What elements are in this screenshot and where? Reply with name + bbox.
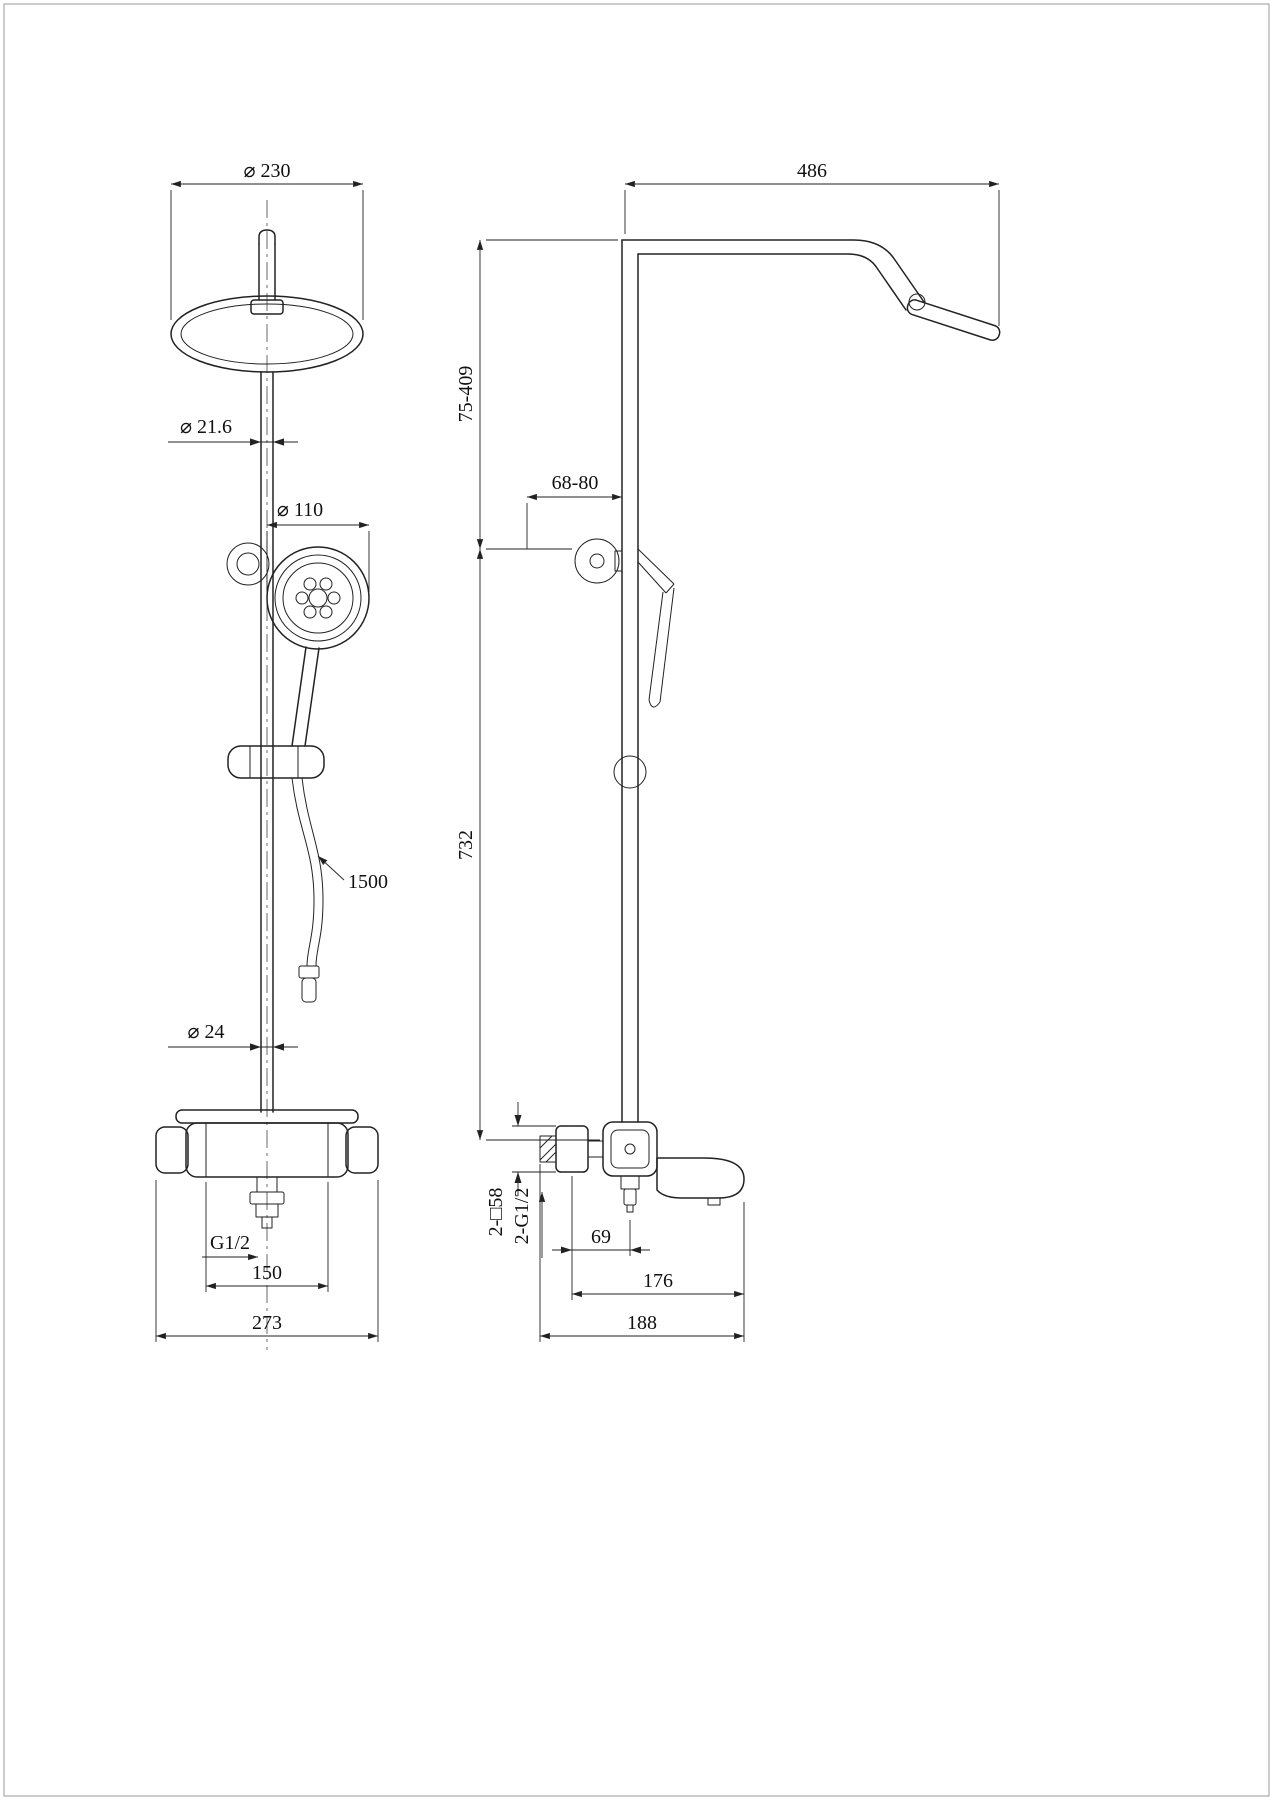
dim-port-spacing: 150 bbox=[252, 1262, 282, 1284]
wall-fitting-hatch bbox=[539, 1135, 557, 1163]
bottom-fitting-side bbox=[620, 1175, 640, 1213]
slider-ring-side bbox=[613, 755, 647, 789]
front-view: ⌀ 230 ⌀ 21.6 ⌀ 110 1500 ⌀ 24 G1/2 bbox=[155, 160, 388, 1350]
hand-shower-side bbox=[637, 548, 675, 708]
dim-pipe-diameter: ⌀ 21.6 bbox=[180, 416, 232, 438]
shower-hose bbox=[291, 777, 324, 1003]
page-border bbox=[3, 3, 1270, 1797]
hand-shower-mount bbox=[226, 542, 270, 586]
slider-bracket bbox=[227, 745, 325, 779]
side-dimensions: 486 75-409 68-80 732 2-□58 2-G1/ bbox=[455, 160, 1000, 1342]
rain-head-side bbox=[906, 299, 1001, 341]
shower-arm bbox=[621, 239, 926, 311]
dim-bracket-distance-range: 68-80 bbox=[552, 472, 599, 494]
dim-arm-reach: 486 bbox=[797, 160, 827, 182]
dim-overall-depth: 188 bbox=[627, 1312, 657, 1334]
valve-side bbox=[539, 1121, 745, 1213]
dim-inlet-thread: G1/2 bbox=[210, 1232, 250, 1254]
wall-bracket bbox=[574, 538, 623, 584]
dim-upper-height-range: 75-409 bbox=[455, 366, 477, 423]
dim-hand-shower-diameter: ⌀ 110 bbox=[277, 499, 323, 521]
riser-pipe-front bbox=[260, 371, 274, 1113]
mixer-body-front bbox=[155, 1109, 379, 1178]
dim-spout-reach: 176 bbox=[643, 1270, 673, 1292]
dim-head-diameter: ⌀ 230 bbox=[243, 160, 290, 182]
spout-outlet bbox=[707, 1197, 721, 1206]
head-stem bbox=[250, 229, 284, 315]
front-dimensions: ⌀ 230 ⌀ 21.6 ⌀ 110 1500 ⌀ 24 G1/2 bbox=[155, 160, 388, 1342]
dim-flange-square: 2-□58 bbox=[485, 1188, 507, 1237]
rain-shower-head bbox=[170, 295, 364, 373]
dim-bracket-offset: 69 bbox=[591, 1226, 611, 1248]
dim-lower-pipe-diameter: ⌀ 24 bbox=[187, 1021, 224, 1043]
dim-connection-thread: 2-G1/2 bbox=[511, 1188, 533, 1245]
side-view: 486 75-409 68-80 732 2-□58 2-G1/ bbox=[455, 160, 1001, 1342]
bottom-fitting-front bbox=[249, 1176, 285, 1229]
tub-spout bbox=[656, 1157, 745, 1199]
dim-hose-length: 1500 bbox=[348, 871, 388, 893]
hand-shower-hub bbox=[295, 577, 341, 619]
dim-body-width: 273 bbox=[252, 1312, 282, 1334]
dim-column-height: 732 bbox=[455, 830, 477, 860]
riser-pipe-side bbox=[621, 239, 639, 1123]
hand-shower bbox=[266, 546, 370, 747]
